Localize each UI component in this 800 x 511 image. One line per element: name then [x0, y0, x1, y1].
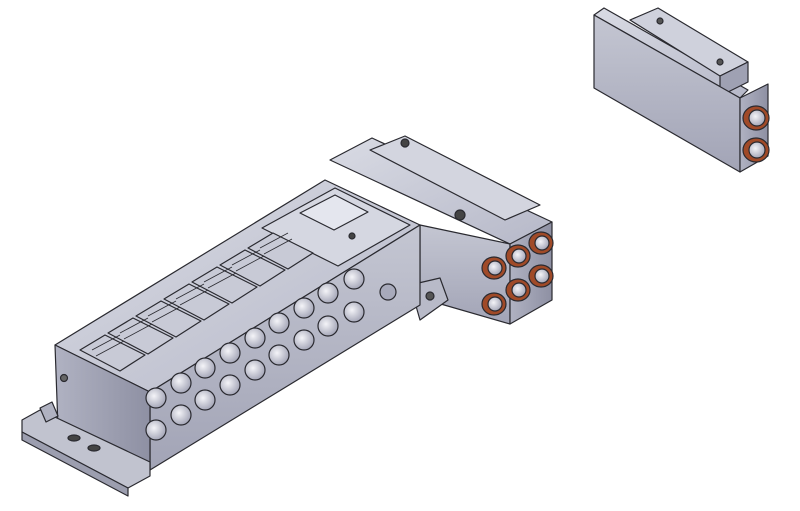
- front-port-fittings-upper: [145, 268, 365, 409]
- valve-station: [219, 249, 286, 287]
- port-fitting: [343, 268, 365, 290]
- block-fitting-lower: [742, 137, 770, 163]
- connector-label-window: [299, 194, 369, 231]
- port-fitting: [194, 357, 216, 379]
- valve-station: [247, 232, 314, 270]
- port-fitting: [194, 389, 216, 411]
- port-fitting: [481, 292, 507, 316]
- port-fitting: [145, 419, 167, 441]
- port-fitting: [505, 278, 531, 302]
- port-fitting: [170, 372, 192, 394]
- valve-station: [163, 283, 230, 321]
- port-fitting: [293, 297, 315, 319]
- valve-station: [107, 317, 174, 355]
- port-fitting: [317, 282, 339, 304]
- port-fitting: [528, 231, 554, 255]
- port-fitting: [268, 344, 290, 366]
- block-bolt-hole: [656, 17, 664, 25]
- port-fitting: [219, 342, 241, 364]
- block-fitting-upper: [742, 105, 770, 131]
- valve-manifold-assembly: [21, 135, 554, 497]
- port-fitting: [505, 244, 531, 268]
- valve-station: [191, 266, 258, 304]
- din-rail-bracket: [21, 401, 151, 497]
- port-fitting: [145, 387, 167, 409]
- valve-stations: [79, 232, 314, 372]
- end-block-fittings: [481, 231, 554, 316]
- port-fitting: [268, 312, 290, 334]
- port-fitting: [244, 327, 266, 349]
- valve-station: [79, 334, 146, 372]
- port-fitting: [293, 329, 315, 351]
- port-fitting: [170, 404, 192, 426]
- port-fitting: [481, 256, 507, 280]
- port-fitting: [528, 264, 554, 288]
- port-fitting: [244, 359, 266, 381]
- valve-led-rows: [91, 232, 293, 357]
- end-screw: [59, 373, 69, 383]
- side-plug: [379, 283, 397, 301]
- separate-valve-block: [593, 7, 770, 173]
- valve-station: [135, 300, 202, 338]
- port-fitting: [343, 301, 365, 323]
- front-port-fittings-lower: [145, 301, 365, 441]
- port-fitting: [317, 315, 339, 337]
- port-fitting: [219, 374, 241, 396]
